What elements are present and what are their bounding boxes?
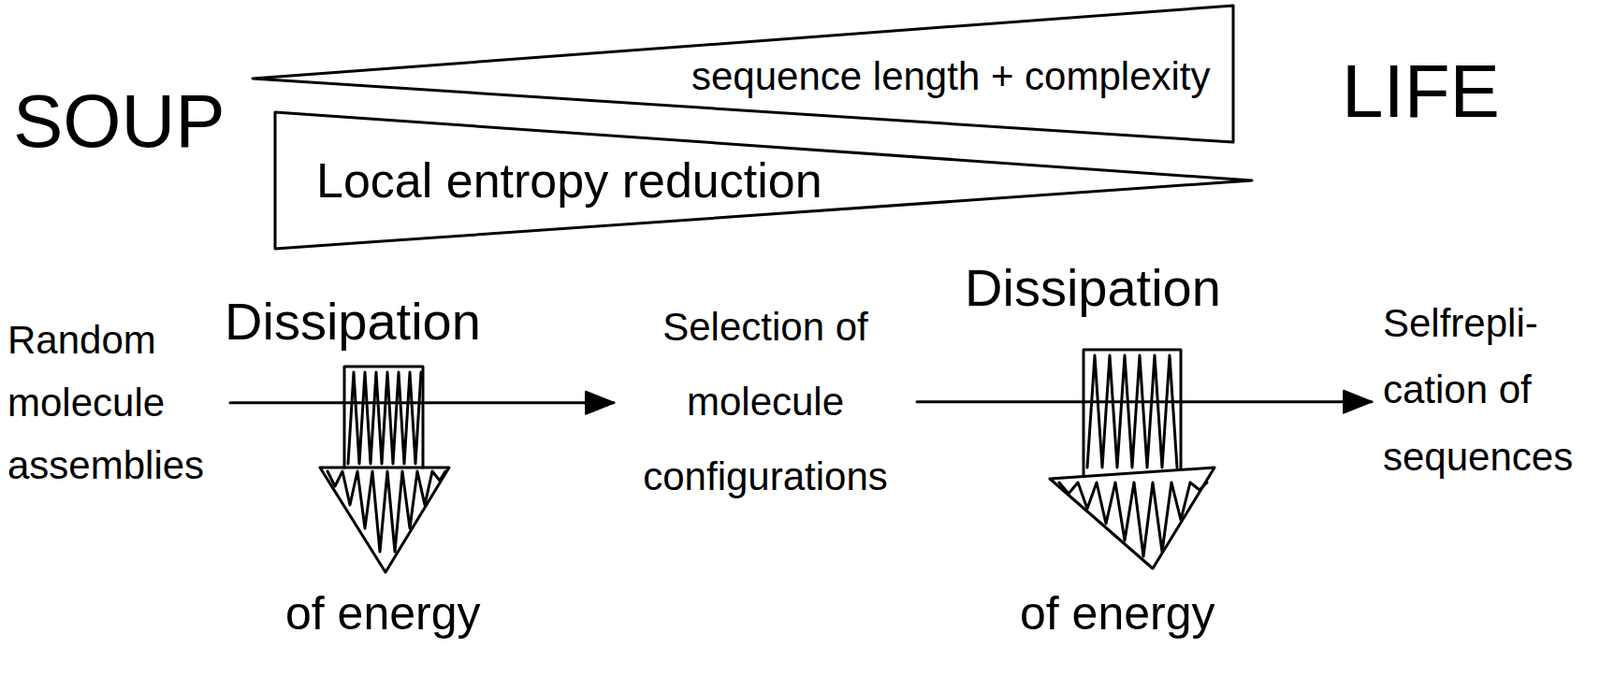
node-text: Random molecule assemblies: [7, 308, 219, 498]
arrow-head: [585, 392, 614, 415]
wedge-band: Local entropy reduction: [275, 110, 1252, 251]
free-label: of energy: [285, 587, 480, 642]
dissipation-funnel: [1049, 349, 1215, 569]
free-label: Dissipation: [224, 291, 481, 352]
node-text: Selection of molecule configurations: [625, 290, 906, 514]
flow-arrow: [230, 392, 614, 415]
label-holder: Dissipation: [964, 258, 1222, 319]
arrow-head: [1343, 391, 1372, 414]
wedge-band: sequence length + complexity: [252, 3, 1234, 145]
wedge-shape: [275, 112, 1252, 249]
free-label: of energy: [1019, 587, 1215, 642]
label-holder: of energy: [1019, 587, 1215, 642]
flow-arrow: [916, 391, 1372, 414]
free-label: Dissipation: [964, 258, 1222, 319]
label-holder: LIFE: [1341, 48, 1500, 135]
label-holder: SOUP: [13, 78, 226, 165]
dissipation-funnel: [320, 366, 450, 573]
label-holder: Dissipation: [224, 291, 481, 352]
band-text: sequence length + complexity: [691, 57, 1211, 97]
free-label: SOUP: [13, 78, 226, 165]
label-holder: of energy: [285, 587, 480, 642]
band-text: Local entropy reduction: [316, 156, 823, 205]
text-node: Selection of molecule configurations: [625, 290, 906, 514]
free-label: LIFE: [1341, 48, 1500, 135]
node-text: Selfrepli- cation of sequences: [1382, 290, 1595, 491]
text-node: Selfrepli- cation of sequences: [1382, 290, 1595, 491]
arrow-line: [916, 400, 1372, 404]
arrow-line: [230, 401, 614, 405]
text-node: Random molecule assemblies: [7, 308, 219, 498]
